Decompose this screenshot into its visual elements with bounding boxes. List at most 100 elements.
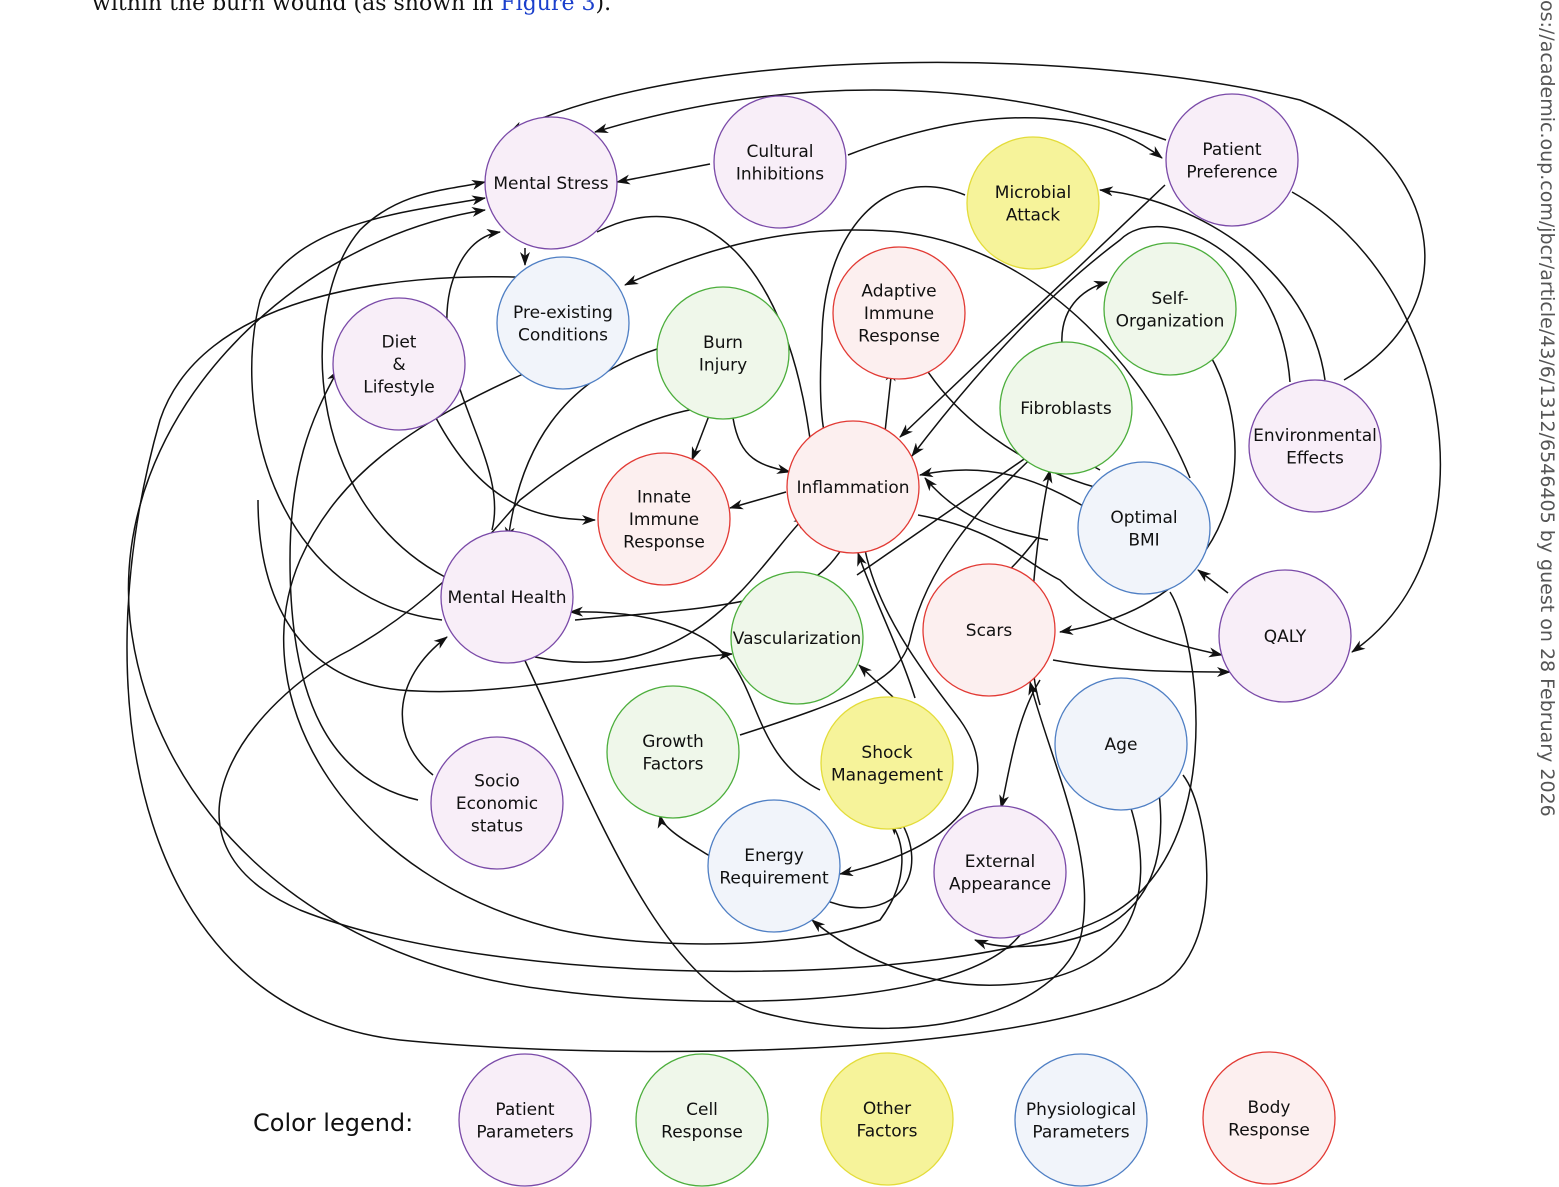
node-inflammation-circle xyxy=(786,420,920,554)
node-adaptive-immune-response-label-line: Adaptive xyxy=(861,282,936,302)
node-cultural-inhibitions-label-line: Cultural xyxy=(747,142,814,162)
node-pre-existing-conditions-label-line: Pre-existing xyxy=(513,303,613,323)
influence-arrow xyxy=(917,514,1223,658)
node-fibroblasts: Fibroblasts xyxy=(999,341,1133,475)
node-socio-economic-status-label-line: Socio xyxy=(474,772,520,792)
node-external-appearance-label-line: External xyxy=(965,852,1036,872)
preceding-paragraph-text: within the burn wound (as shown in Figur… xyxy=(92,0,611,16)
influence-arrow xyxy=(594,89,1167,141)
influence-arrow xyxy=(435,417,596,525)
node-patient-preference-circle xyxy=(1165,93,1299,227)
node-pre-existing-conditions-label-line: Conditions xyxy=(518,325,608,345)
node-diet-lifestyle-label-line: Lifestyle xyxy=(363,378,434,398)
node-innate-immune-response-label-line: Immune xyxy=(629,510,699,530)
legend-title: Color legend: xyxy=(253,1109,413,1137)
influence-arrow xyxy=(257,499,733,693)
node-burn-injury-label-line: Injury xyxy=(699,355,747,375)
node-socio-economic-status-circle xyxy=(430,736,564,870)
legend-item-physio-label-line: Parameters xyxy=(1032,1122,1129,1142)
node-vascularization-label-line: Vascularization xyxy=(733,629,861,649)
node-environmental-effects-label-line: Effects xyxy=(1286,448,1344,468)
node-burn-injury-circle xyxy=(656,286,790,420)
node-age-circle xyxy=(1054,677,1188,811)
influence-arrow xyxy=(1197,569,1229,594)
node-qaly-circle xyxy=(1218,569,1352,703)
node-environmental-effects-circle xyxy=(1248,379,1382,513)
node-growth-factors-label-line: Growth xyxy=(642,732,704,752)
node-adaptive-immune-response-circle xyxy=(832,246,966,380)
node-cultural-inhibitions-circle xyxy=(713,95,847,229)
node-age-label-line: Age xyxy=(1105,735,1138,755)
influence-arrow xyxy=(899,184,1166,438)
influence-arrow xyxy=(616,163,711,185)
node-mental-stress-circle xyxy=(484,116,618,250)
node-optimal-bmi-circle xyxy=(1077,461,1211,595)
node-mental-health-label-line: Mental Health xyxy=(448,588,567,608)
node-diet-lifestyle: Diet&Lifestyle xyxy=(332,297,466,431)
node-qaly-label-line: QALY xyxy=(1264,627,1307,647)
node-burn-injury-label-line: Burn xyxy=(703,333,743,353)
influence-arrow xyxy=(811,804,1142,986)
legend-item-physio-circle xyxy=(1014,1053,1148,1187)
influence-arrow xyxy=(401,636,448,776)
influence-arrow xyxy=(126,272,1208,1053)
legend-item-patient-label-line: Patient xyxy=(495,1100,555,1120)
figure-3-link[interactable]: Figure 3 xyxy=(500,0,596,16)
node-optimal-bmi-label-line: BMI xyxy=(1128,530,1159,550)
node-age: Age xyxy=(1054,677,1188,811)
influence-arrow xyxy=(1099,186,1326,381)
influence-arrow xyxy=(321,180,486,578)
influence-arrow xyxy=(569,606,821,791)
node-innate-immune-response-circle xyxy=(597,452,731,586)
node-qaly: QALY xyxy=(1218,569,1352,703)
node-microbial-attack-label-line: Microbial xyxy=(995,183,1071,203)
node-scars-label-line: Scars xyxy=(966,621,1013,641)
legend-item-other-label-line: Other xyxy=(863,1099,911,1119)
node-inflammation: Inflammation xyxy=(786,420,920,554)
node-self-organization: Self-Organization xyxy=(1103,242,1237,376)
node-self-organization-label-line: Organization xyxy=(1116,311,1225,331)
legend-item-body-label-line: Response xyxy=(1228,1120,1310,1140)
influence-arrow xyxy=(691,412,711,461)
paragraph-text-before: within the burn wound (as shown in xyxy=(92,0,501,16)
node-patient-preference-label-line: Patient xyxy=(1202,140,1262,160)
factor-nodes: Mental StressCulturalInhibitionsPatientP… xyxy=(332,93,1382,939)
node-shock-management-label-line: Management xyxy=(831,765,943,785)
influence-arrow xyxy=(283,369,903,945)
influence-arrow xyxy=(739,451,1039,736)
node-diet-lifestyle-label-line: Diet xyxy=(382,333,417,353)
influence-arrow xyxy=(729,491,787,510)
influence-arrow xyxy=(974,761,1162,950)
legend-item-physio-label-line: Physiological xyxy=(1026,1100,1136,1120)
influence-arrow xyxy=(857,552,916,699)
legend-item-cell-label-line: Cell xyxy=(686,1100,718,1120)
legend-item-body-circle xyxy=(1202,1051,1336,1185)
influence-arrow xyxy=(911,225,1291,457)
node-diet-lifestyle-circle xyxy=(332,297,466,431)
influence-arrow xyxy=(919,467,1091,511)
node-growth-factors-circle xyxy=(606,685,740,819)
legend-item-other-label-line: Factors xyxy=(857,1121,918,1141)
color-legend: Color legend: PatientParametersCellRespo… xyxy=(253,1051,1336,1187)
node-self-organization-label-line: Self- xyxy=(1151,289,1188,309)
node-adaptive-immune-response-label-line: Response xyxy=(858,327,940,347)
legend-item-patient-label-line: Parameters xyxy=(476,1122,573,1142)
node-patient-preference-label-line: Preference xyxy=(1186,162,1277,182)
node-mental-stress: Mental Stress xyxy=(484,116,618,250)
influence-arrow xyxy=(519,649,1086,1030)
node-growth-factors-label-line: Factors xyxy=(643,754,704,774)
node-innate-immune-response-label-line: Innate xyxy=(637,488,691,508)
node-fibroblasts-label-line: Fibroblasts xyxy=(1020,399,1112,419)
node-external-appearance-circle xyxy=(933,805,1067,939)
paragraph-text-after: ). xyxy=(595,0,612,16)
